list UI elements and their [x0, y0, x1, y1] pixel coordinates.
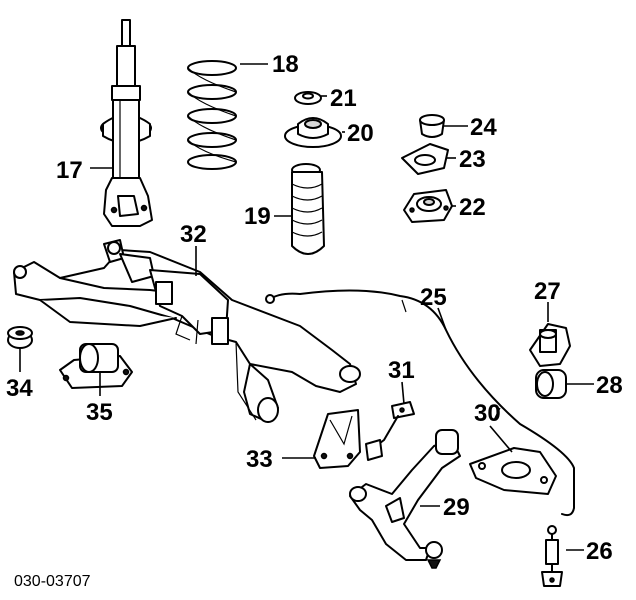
- callout-26: 26: [586, 538, 613, 565]
- leader-lines: [19, 63, 594, 551]
- bushing-bracket: [59, 343, 133, 389]
- callout-29: 29: [443, 494, 470, 521]
- coil-spring: [187, 60, 237, 170]
- callout-labels: 17 18 19 20 21 22 23 24 25 26 27 28 29 3…: [6, 51, 623, 565]
- strut-mount: [284, 117, 342, 148]
- callout-24: 24: [470, 114, 497, 141]
- callout-31: 31: [388, 357, 415, 384]
- callout-22: 22: [459, 194, 486, 221]
- callout-27: 27: [534, 278, 561, 305]
- mount-plate: [403, 189, 453, 223]
- insulator-gasket: [401, 143, 449, 175]
- callout-35: 35: [86, 399, 113, 426]
- callout-18: 18: [272, 51, 299, 78]
- lower-control-arm: [349, 429, 461, 569]
- callout-19: 19: [244, 203, 271, 230]
- callout-28: 28: [596, 372, 623, 399]
- grommet: [7, 326, 33, 349]
- callout-21: 21: [330, 85, 357, 112]
- cap: [419, 114, 445, 138]
- stabilizer-bushing-round: [535, 369, 567, 399]
- bearing-washer: [294, 91, 322, 105]
- stabilizer-bushing: [529, 323, 571, 367]
- callout-25: 25: [420, 284, 447, 311]
- link-rod: [365, 401, 415, 461]
- callout-17: 17: [56, 157, 83, 184]
- dust-boot: [291, 163, 325, 255]
- diagram-reference-number: 030-03707: [14, 573, 91, 590]
- callout-30: 30: [474, 400, 501, 427]
- bracket-plate: [469, 447, 557, 495]
- callout-23: 23: [459, 146, 486, 173]
- callout-34: 34: [6, 375, 33, 402]
- callout-33: 33: [246, 446, 273, 473]
- crossmember: [13, 239, 361, 423]
- strut-assembly: [100, 19, 153, 227]
- stabilizer-link: [541, 525, 563, 587]
- mounting-bracket: [313, 409, 361, 469]
- callout-20: 20: [347, 120, 374, 147]
- callout-32: 32: [180, 221, 207, 248]
